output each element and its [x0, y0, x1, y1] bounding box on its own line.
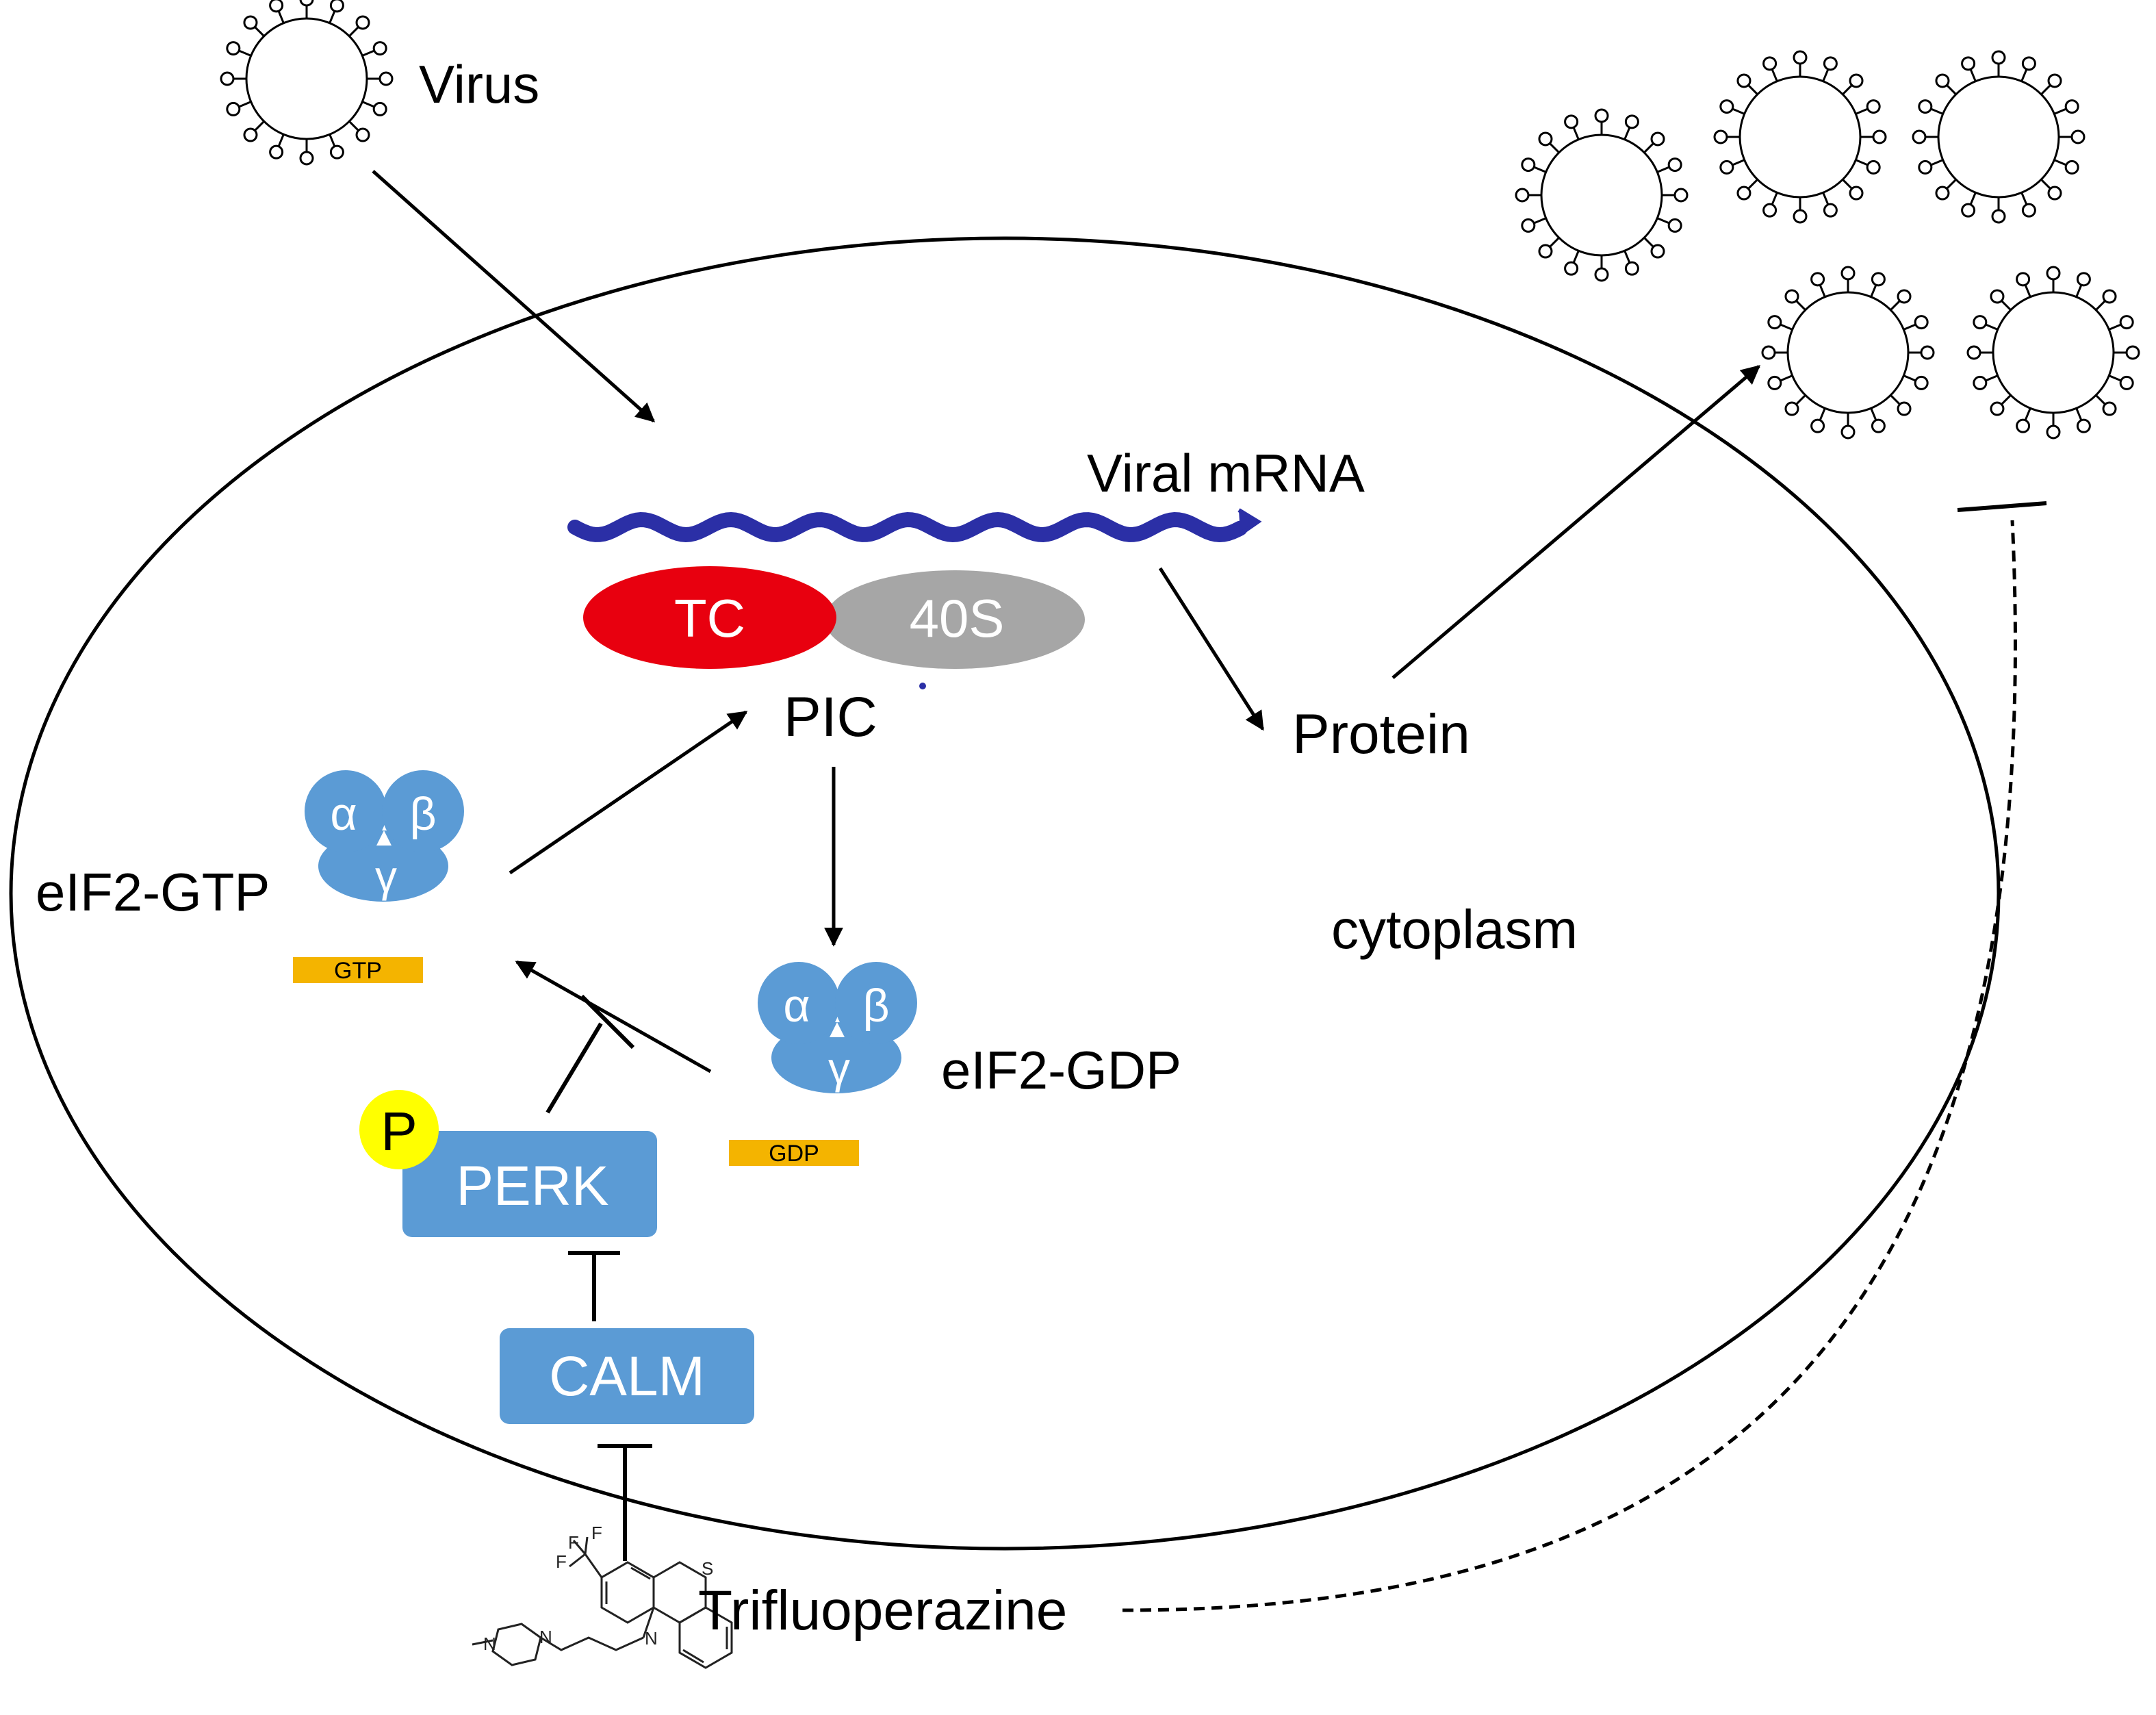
alpha-subunit-label: α: [783, 980, 810, 1032]
eif2-gtp-label: eIF2-GTP: [36, 862, 270, 922]
virus-particle: [1912, 50, 2086, 224]
nucleotide-tag-label: GTP: [334, 958, 382, 984]
virus-particle: [1713, 50, 1887, 224]
tc-label: TC: [674, 588, 745, 648]
trifluoperazine-structure: [472, 1536, 733, 1669]
molecule-atoms: F F F S N N N: [483, 1523, 713, 1654]
calm-box: [500, 1328, 754, 1424]
pic-label: PIC: [784, 686, 877, 748]
cytoplasm-label: cytoplasm: [1331, 899, 1578, 960]
virus-label: Virus: [419, 54, 539, 114]
ribosome-40s: [825, 570, 1085, 669]
virus-particle: [1966, 266, 2140, 440]
virus-particle: [1761, 266, 1935, 440]
inhibit-drug-to-virions: [1122, 520, 2017, 1612]
gamma-subunit-label: γ: [828, 1043, 850, 1093]
arrow-gdp-to-gtp: [515, 960, 712, 1074]
svg-text:F: F: [568, 1532, 579, 1553]
arrow-virus-to-mrna: [372, 170, 656, 422]
protein-label: Protein: [1292, 703, 1470, 765]
viral-mrna: [567, 511, 1248, 543]
perk-label: PERK: [456, 1155, 608, 1217]
eif2-gdp-label: eIF2-GDP: [941, 1040, 1181, 1100]
svg-text:N: N: [645, 1628, 658, 1649]
virus-particle: [220, 0, 394, 166]
phospho-label: P: [381, 1101, 417, 1162]
inhibit-perk-to-recycling: [546, 1022, 603, 1114]
nucleotide-tag-label: GDP: [769, 1141, 819, 1167]
virus-particle: [1515, 108, 1689, 282]
arrow-gtp-to-pic: [509, 710, 748, 875]
beta-subunit-label: β: [409, 788, 436, 840]
nucleotide-tag: [293, 957, 423, 983]
svg-text:S: S: [702, 1558, 713, 1579]
inhibitions: [546, 501, 2047, 1612]
gamma-subunit-label: γ: [375, 852, 397, 901]
ribosome-40s-label: 40S: [910, 588, 1005, 648]
drug-label: Trifluoperazine: [698, 1579, 1067, 1642]
ternary-complex: [583, 566, 836, 669]
arrow-mrna-to-protein: [1158, 567, 1265, 731]
alpha-subunit-label: α: [330, 788, 357, 840]
svg-text:N: N: [483, 1634, 496, 1654]
arrow-protein-to-virions: [1391, 365, 1761, 679]
beta-subunit-label: β: [862, 980, 889, 1032]
phospho-marker: [359, 1090, 439, 1169]
svg-text:N: N: [539, 1627, 552, 1647]
arrows: [372, 170, 1761, 1074]
text-labels: Virus Viral mRNA PIC Protein eIF2-GTP eI…: [36, 54, 1578, 1642]
svg-text:F: F: [556, 1551, 567, 1572]
viral-mrna-label: Viral mRNA: [1087, 443, 1365, 503]
svg-text:F: F: [591, 1523, 602, 1543]
calm-label: CALM: [549, 1345, 705, 1408]
virus-group: [220, 0, 2140, 440]
perk-box: [402, 1131, 657, 1237]
nucleotide-tag: [729, 1140, 859, 1166]
cell-membrane: [9, 236, 2001, 1551]
